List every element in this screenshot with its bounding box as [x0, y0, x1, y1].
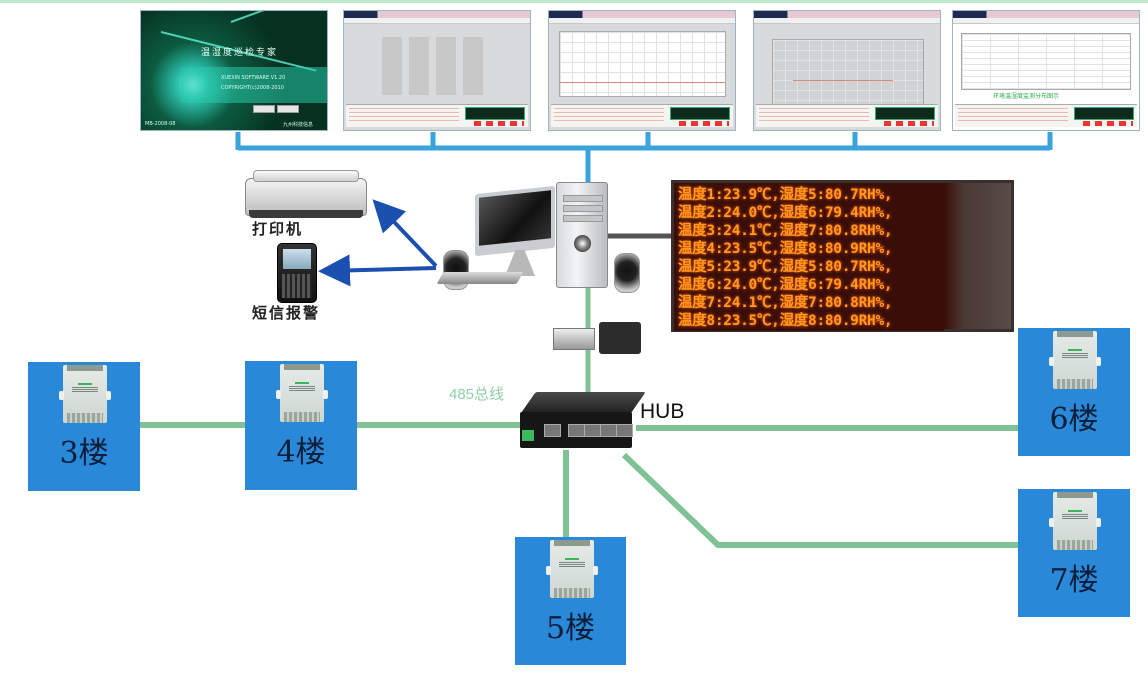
screen-settings-grid — [343, 10, 531, 131]
led-line-2: 温度2:24.0℃,湿度6:79.4RH%, — [678, 205, 893, 221]
screen-history-chart — [753, 10, 941, 131]
layout-caption: 环境温湿度监测分布图示 — [993, 93, 1060, 100]
led-line-7: 温度7:24.1℃,湿度7:80.8RH%, — [678, 295, 893, 311]
splash-enter-button — [253, 105, 275, 113]
floor-node-6: 6楼 — [1018, 328, 1130, 456]
sensor-module — [276, 364, 328, 422]
splash-copyright: COPYRIGHT(c)2008-2010 — [221, 85, 284, 91]
sms-alarm-label: 短信报警 — [252, 304, 321, 322]
floor-node-4: 4楼 — [245, 361, 357, 490]
pc-tower — [556, 182, 608, 288]
sensor-module — [1049, 331, 1101, 389]
sms-phone — [277, 243, 317, 303]
pc-monitor — [475, 185, 555, 257]
led-line-4: 温度4:23.5℃,湿度8:80.9RH%, — [678, 241, 893, 257]
floor-label: 6楼 — [1049, 402, 1099, 437]
realtime-chart-area — [559, 31, 726, 97]
floor-node-5: 5楼 — [515, 537, 626, 665]
printer — [245, 170, 370, 220]
sms-arrow — [318, 254, 437, 287]
sensor-module — [59, 365, 111, 423]
splash-band — [181, 67, 327, 103]
floor-label: 4楼 — [276, 435, 326, 470]
splash-footer-right: 九州科技信息 — [283, 122, 314, 128]
hub-label: HUB — [640, 400, 685, 423]
layout-grid — [961, 33, 1131, 90]
rs485-bus-label: 485总线 — [449, 386, 505, 403]
bus-hub-floor7 — [621, 452, 1018, 548]
floor-node-3: 3楼 — [28, 362, 140, 491]
network-hub — [518, 392, 646, 452]
splash-footer-left: MB-2008-08 — [145, 121, 176, 127]
splash-title: 温湿度巡检专家 — [201, 48, 279, 58]
floor-label: 7楼 — [1049, 563, 1099, 598]
led-display-board: 温度1:23.9℃,湿度5:80.7RH%, 温度2:24.0℃,湿度6:79.… — [671, 180, 1014, 332]
sensor-module — [546, 540, 598, 598]
led-line-3: 温度3:24.1℃,湿度7:80.8RH%, — [678, 223, 893, 239]
sensor-module — [1049, 492, 1101, 550]
top-border-line — [0, 0, 1148, 3]
printer-arrow — [372, 199, 438, 268]
splash-exit-button — [277, 105, 299, 113]
splash-version: XUEXIN SOFTWARE V1.20 — [221, 75, 286, 81]
floor-label: 5楼 — [545, 611, 596, 646]
left-speaker — [443, 250, 469, 290]
right-speaker — [614, 253, 640, 293]
led-line-5: 温度5:23.9℃,湿度5:80.7RH%, — [678, 259, 893, 275]
keyboard — [436, 272, 524, 284]
led-line-8: 温度8:23.5℃,湿度8:80.9RH%, — [678, 313, 893, 329]
floor-node-7: 7楼 — [1018, 489, 1130, 617]
sensor-button-grid — [382, 37, 490, 95]
screen-realtime-curve — [548, 10, 736, 131]
led-line-6: 温度6:24.0℃,湿度6:79.4RH%, — [678, 277, 893, 293]
screen-splash: 温湿度巡检专家 XUEXIN SOFTWARE V1.20 COPYRIGHT(… — [140, 10, 328, 131]
rs232-485-converter — [547, 320, 642, 356]
history-chart-area — [772, 39, 924, 111]
screen-floor-layout: 环境温湿度监测分布图示 — [952, 10, 1140, 131]
led-line-1: 温度1:23.9℃,湿度5:80.7RH%, — [678, 187, 893, 203]
printer-label: 打印机 — [252, 220, 304, 238]
floor-label: 3楼 — [59, 436, 109, 471]
